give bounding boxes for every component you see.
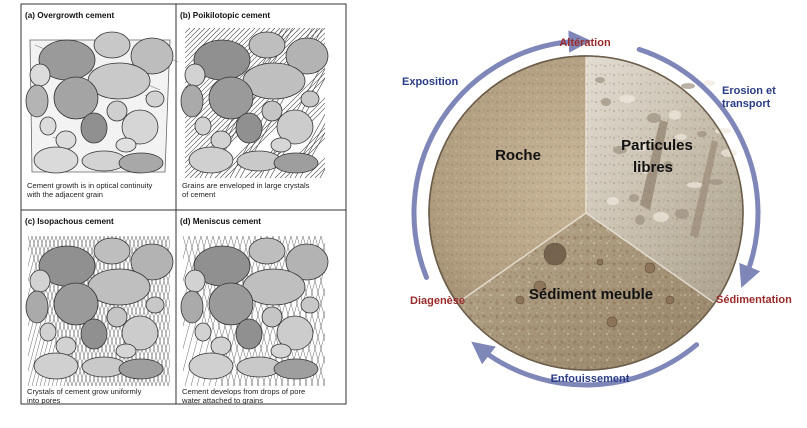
panel-caption-overgrowth: with the adjacent grain [26, 190, 103, 199]
panel-title-isopachous: (c) Isopachous cement [25, 217, 114, 226]
sediment-pebbles [515, 242, 675, 328]
stage-enfouissement: Enfouissement [551, 373, 630, 385]
particles-texture [595, 77, 737, 238]
panel-title-poikilotopic: (b) Poikilotopic cement [180, 11, 270, 20]
panel-title-overgrowth: (a) Overgrowth cement [25, 11, 114, 20]
panel-caption-poikilotopic: of cement [182, 190, 216, 199]
panel-caption-meniscus: water attached to grains [181, 396, 263, 405]
cycle-arrows [411, 30, 761, 388]
stage-diagenese: Diagenèse [410, 295, 465, 307]
divider-right [585, 212, 716, 304]
panel-caption-meniscus: Cement develops from drops of pore [182, 387, 305, 396]
stage-alteration: Altération [559, 37, 611, 49]
panel-caption-poikilotopic: Grains are enveloped in large crystals [182, 181, 310, 190]
divider-left [456, 212, 587, 304]
sector-label-sediment: Sédiment meuble [529, 286, 653, 303]
rock-cycle: Roche Particules libres Sédiment meuble … [402, 30, 792, 388]
panel-caption-overgrowth: Cement growth is in optical continuity [27, 181, 153, 190]
panel-caption-isopachous: into pores [27, 396, 61, 405]
stage-erosion-1: Erosion et [722, 85, 776, 97]
stage-sedimentation: Sédimentation [716, 294, 792, 306]
stage-exposition: Exposition [402, 76, 459, 88]
sector-label-particules-1: Particules [621, 137, 693, 154]
panel-title-meniscus: (d) Meniscus cement [180, 217, 261, 226]
sector-label-roche: Roche [495, 147, 541, 164]
sector-label-particules-2: libres [633, 159, 673, 176]
panel-caption-isopachous: Crystals of cement grow uniformly [27, 387, 142, 396]
stage-erosion-2: transport [722, 98, 771, 110]
